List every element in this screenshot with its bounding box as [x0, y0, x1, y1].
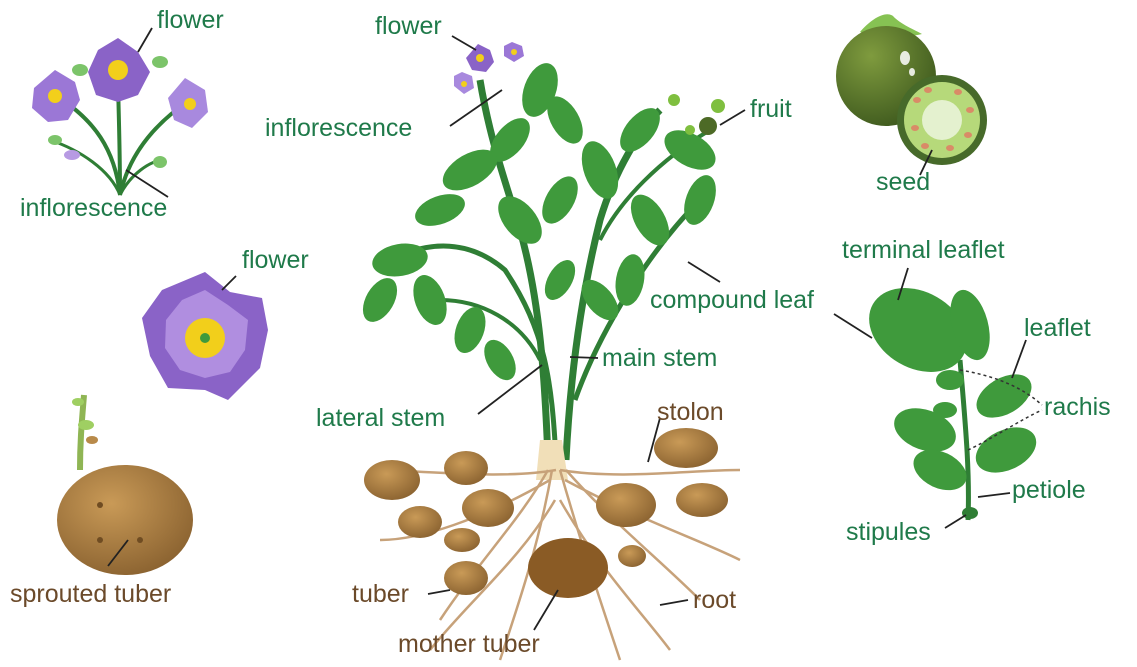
label-compound-leaf: compound leaf	[650, 288, 814, 313]
inflorescence-illustration-left	[32, 38, 208, 195]
flower-illustration-single	[142, 272, 268, 400]
label-seed: seed	[876, 170, 930, 195]
label-root: root	[693, 588, 736, 613]
label-tuber: tuber	[352, 582, 409, 607]
label-rachis: rachis	[1044, 395, 1111, 420]
flower-icon	[168, 78, 208, 128]
flower-icon	[32, 70, 80, 122]
label-stolon: stolon	[657, 400, 724, 425]
label-main-stem: main stem	[602, 346, 717, 371]
flower-icon	[504, 42, 524, 62]
label-inflorescence-center: inflorescence	[265, 116, 412, 141]
label-sprouted-tuber: sprouted tuber	[10, 582, 171, 607]
label-mother-tuber: mother tuber	[398, 632, 540, 657]
label-leaflet: leaflet	[1024, 316, 1091, 341]
fruit-illustration	[836, 14, 987, 165]
label-lateral-stem: lateral stem	[316, 406, 445, 431]
label-inflorescence-left: inflorescence	[20, 196, 167, 221]
label-stipules: stipules	[846, 520, 931, 545]
sprouted-tuber-illustration	[57, 395, 193, 575]
label-petiole: petiole	[1012, 478, 1086, 503]
label-flower-top-left: flower	[157, 8, 224, 33]
flower-icon	[466, 44, 494, 72]
label-flower-mid-left: flower	[242, 248, 309, 273]
label-terminal-leaflet: terminal leaflet	[842, 238, 1005, 263]
label-flower-top-center: flower	[375, 14, 442, 39]
flower-icon	[454, 72, 474, 94]
label-fruit: fruit	[750, 97, 792, 122]
mother-tuber-shape	[528, 538, 608, 598]
